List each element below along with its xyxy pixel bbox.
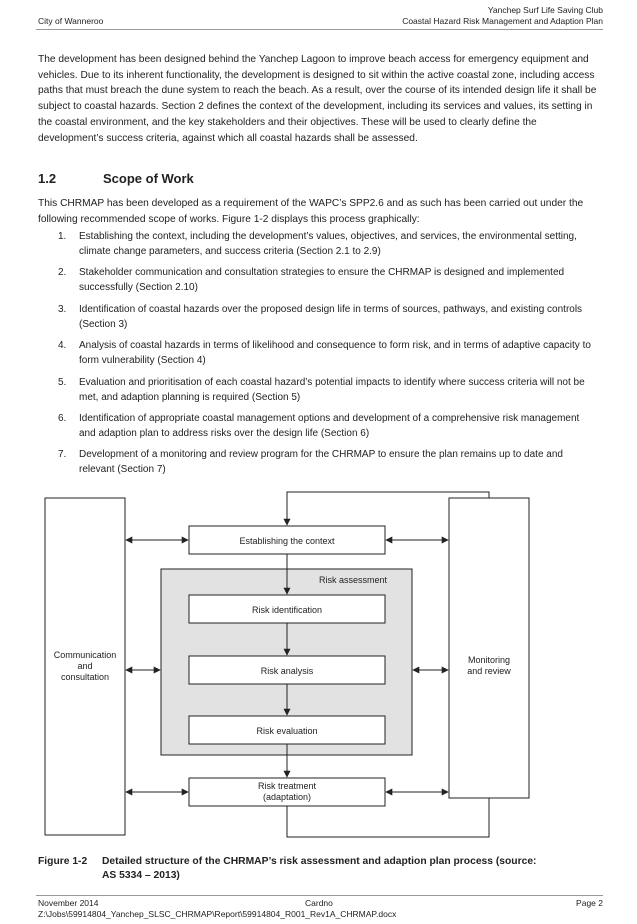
- list-item-text: Evaluation and prioritisation of each co…: [79, 377, 585, 403]
- figure-caption-line1: Figure 1-2 Detailed structure of the CHRM…: [38, 855, 604, 869]
- figure-number: Figure 1-2: [38, 856, 88, 867]
- list-item-number: 5.: [58, 377, 67, 388]
- monitoring-box-line1: Monitoring: [468, 655, 510, 665]
- section-number: 1.2: [38, 171, 57, 186]
- feedback-loop-lower: [286, 798, 490, 838]
- feedback-loop-upper: [283, 491, 490, 526]
- risk-assessment-label: Risk assessment: [319, 575, 388, 585]
- list-item-text: Identification of coastal hazards over t…: [79, 304, 583, 330]
- list-item-number: 7.: [58, 449, 67, 460]
- treatment-box: [188, 777, 386, 807]
- list-item-text: Development of a monitoring and review p…: [79, 449, 563, 475]
- header-organisation: City of Wanneroo: [38, 16, 104, 26]
- identification-box: [188, 594, 386, 624]
- communication-box-line1: Communication: [54, 650, 117, 660]
- header-divider: [36, 29, 603, 30]
- analysis-box-label: Risk analysis: [261, 666, 314, 676]
- list-item-text: Identification of appropriate coastal ma…: [79, 413, 580, 439]
- monitoring-review-box: [448, 497, 530, 799]
- footer-page-number: Page 2: [576, 898, 603, 908]
- evaluation-box: [188, 715, 386, 745]
- footer-company: Cardno: [305, 898, 333, 908]
- header-project-client: Yanchep Surf Life Saving Club: [487, 5, 603, 15]
- list-item-number: 6.: [58, 413, 67, 424]
- analysis-box: [188, 655, 386, 685]
- evaluation-box-label: Risk evaluation: [256, 726, 317, 736]
- list-item-number: 4.: [58, 340, 67, 351]
- footer-date: November 2014: [38, 898, 99, 908]
- figure-caption: Figure 1-2 Detailed structure of the CHRM…: [38, 855, 604, 883]
- identification-box-label: Risk identification: [252, 605, 322, 615]
- communication-box-line3: consultation: [61, 672, 109, 682]
- header-project-title: Coastal Hazard Risk Management and Adapt…: [402, 16, 603, 26]
- list-item-number: 1.: [58, 231, 67, 242]
- header-project: Yanchep Surf Life Saving Club Coastal Ha…: [402, 5, 603, 27]
- section-heading: 1.2 Scope of Work: [38, 171, 194, 186]
- list-item-text: Establishing the context, including the …: [79, 231, 577, 257]
- list-item-text: Analysis of coastal hazards in terms of …: [79, 340, 591, 366]
- risk-process-diagram: Risk assessment Communication and consul…: [44, 491, 530, 838]
- monitoring-box-line2: and review: [467, 666, 511, 676]
- communication-box-line2: and: [77, 661, 92, 671]
- context-box: [188, 525, 386, 555]
- list-item-number: 3.: [58, 304, 67, 315]
- intro-paragraph: The development has been designed behind…: [38, 54, 597, 144]
- communication-consultation-box: [44, 497, 126, 836]
- list-item-text: Stakeholder communication and consultati…: [79, 267, 565, 293]
- context-box-label: Establishing the context: [239, 536, 335, 546]
- list-item-number: 2.: [58, 267, 67, 278]
- footer-file-path: Z:\Jobs\59914804_Yanchep_SLSC_CHRMAP\Rep…: [38, 909, 397, 919]
- treatment-box-line1: Risk treatment: [258, 781, 317, 791]
- section-title: Scope of Work: [103, 171, 194, 186]
- figure-caption-text: Detailed structure of the CHRMAP’s risk …: [102, 856, 537, 867]
- treatment-box-line2: (adaptation): [263, 792, 311, 802]
- footer-divider: [36, 895, 603, 896]
- figure-caption-line2: AS 5334 – 2013): [102, 870, 180, 881]
- scope-intro-paragraph: This CHRMAP has been developed as a requ…: [38, 198, 584, 225]
